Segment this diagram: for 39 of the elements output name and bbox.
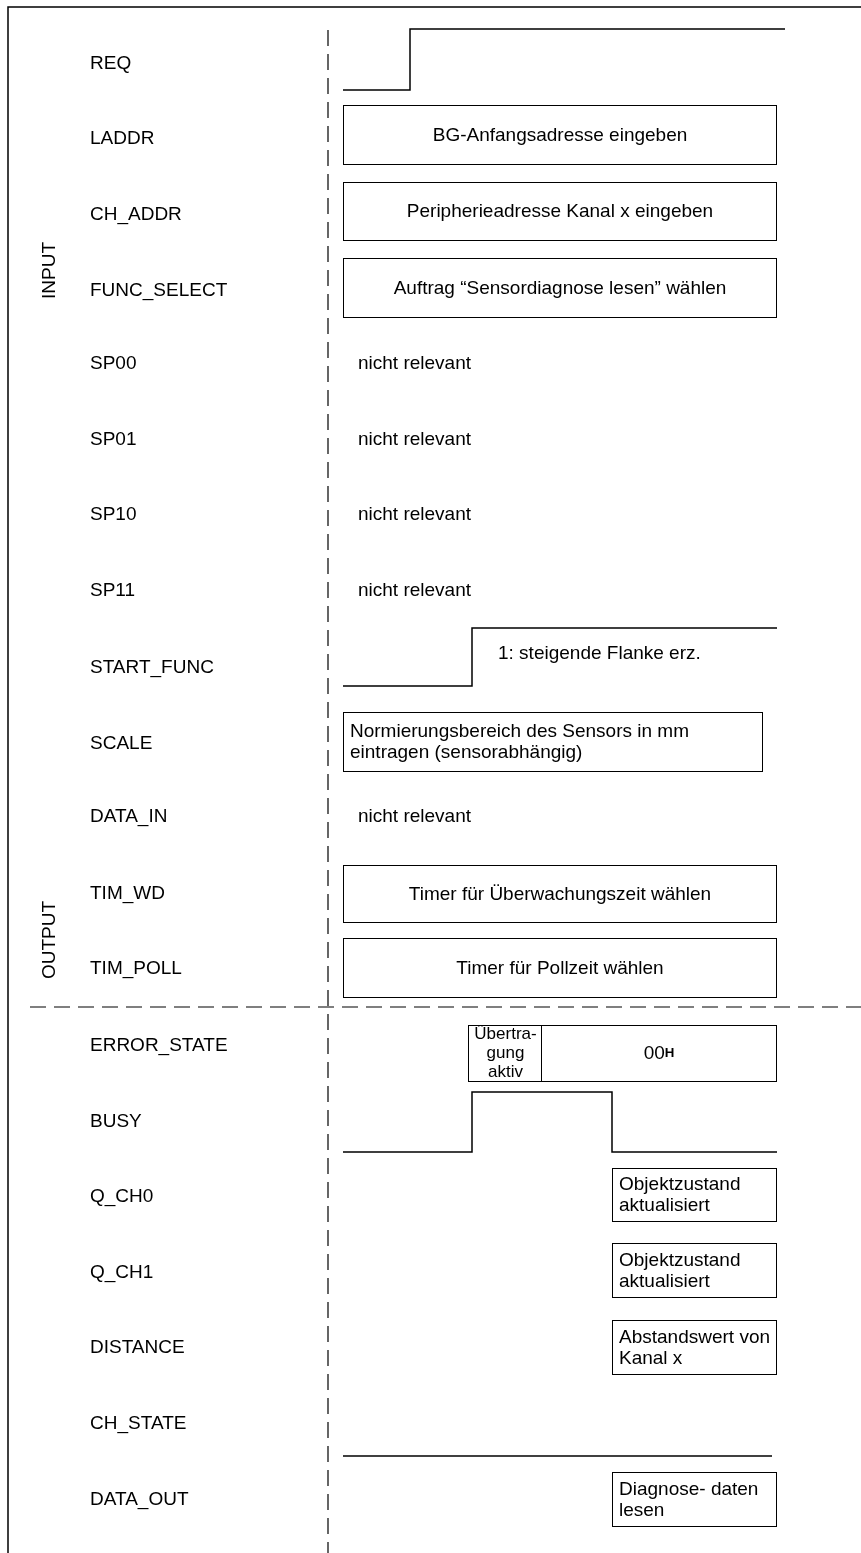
value-box: Timer für Pollzeit wählen: [343, 938, 777, 998]
signal-name: BUSY: [90, 1110, 142, 1130]
value-box: BG-Anfangsadresse eingeben: [343, 105, 777, 165]
note-text: nicht relevant: [358, 579, 471, 599]
signal-name: CH_STATE: [90, 1412, 187, 1432]
signal-name: REQ: [90, 52, 132, 72]
note-text: nicht relevant: [358, 805, 471, 825]
note-text: nicht relevant: [358, 352, 471, 372]
signal-name: Q_CH0: [90, 1185, 154, 1205]
value-box: Peripherieadresse Kanal x eingeben: [343, 182, 777, 241]
signal-name: DATA_IN: [90, 805, 168, 825]
signal-name: DISTANCE: [90, 1336, 185, 1356]
signal-name: CH_ADDR: [90, 203, 182, 223]
signal-name: ERROR_STATE: [90, 1034, 228, 1054]
value-box: Timer für Überwachungszeit wählen: [343, 865, 777, 923]
signal-name: Q_CH1: [90, 1261, 154, 1281]
value-box: Abstandswert von Kanal x: [612, 1320, 777, 1375]
note-text: 1: steigende Flanke erz.: [498, 642, 701, 662]
note-text: nicht relevant: [358, 503, 471, 523]
value-box: Übertra- gung aktiv: [468, 1025, 543, 1082]
value-box: Normierungsbereich des Sensors in mm eintragen (sensorabhängig): [343, 712, 763, 772]
signal-name: FUNC_SELECT: [90, 279, 228, 299]
signal-name: START_FUNC: [90, 656, 214, 676]
value-box: Diagnose- daten lesen: [612, 1472, 777, 1527]
value-box: Auftrag “Sensordiagnose lesen” wählen: [343, 258, 777, 318]
value-box: Objektzustand aktualisiert: [612, 1243, 777, 1298]
note-text: nicht relevant: [358, 428, 471, 448]
signal-name: DATA_OUT: [90, 1488, 189, 1508]
signal-name: TIM_POLL: [90, 957, 182, 977]
signal-name: SP11: [90, 579, 136, 599]
section-label: OUTPUT: [38, 901, 58, 980]
signal-name: SCALE: [90, 732, 153, 752]
signal-name: LADDR: [90, 127, 155, 147]
section-label: INPUT: [38, 241, 58, 299]
signal-name: TIM_WD: [90, 882, 165, 902]
signal-name: SP01: [90, 428, 137, 448]
signal-name: SP00: [90, 352, 137, 372]
value-box: Objektzustand aktualisiert: [612, 1168, 777, 1222]
signal-name: SP10: [90, 503, 137, 523]
